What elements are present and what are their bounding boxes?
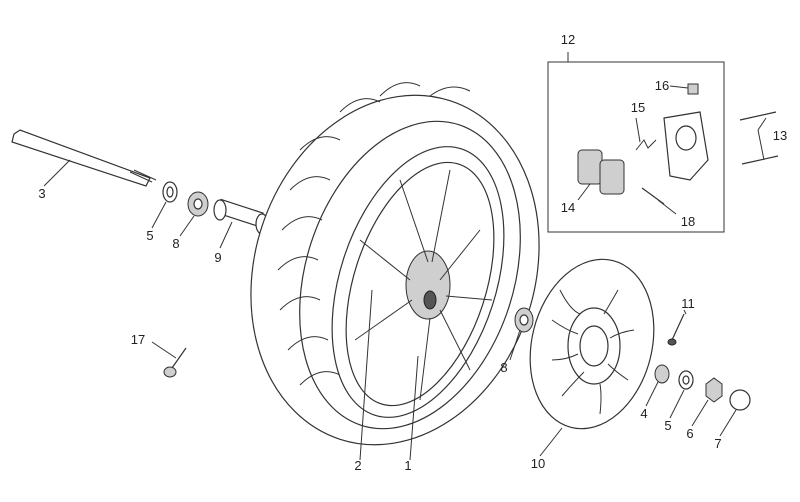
disc-screw [667, 313, 685, 346]
callout-7: 7 [714, 436, 721, 451]
callout-6: 6 [686, 426, 693, 441]
brake-pads [577, 149, 625, 195]
callout-5-right: 5 [664, 418, 671, 433]
caliper-body [663, 111, 709, 181]
bleed-screw [687, 83, 699, 95]
spacer [213, 198, 269, 235]
callout-12: 12 [561, 32, 575, 47]
callout-1: 1 [404, 458, 411, 473]
callout-8-left: 8 [172, 236, 179, 251]
caliper-bolts [739, 111, 779, 165]
callout-15: 15 [631, 100, 645, 115]
tyre-valve [163, 347, 187, 378]
brake-disc [529, 258, 655, 430]
callout-2: 2 [354, 458, 361, 473]
callout-18: 18 [681, 214, 695, 229]
leader-lines [43, 52, 767, 461]
callout-4: 4 [640, 406, 647, 421]
rim [331, 146, 505, 418]
callout-8-right: 8 [500, 360, 507, 375]
pad-spring [635, 139, 657, 151]
caliper-group-box [547, 61, 725, 233]
washer-4 [654, 364, 670, 384]
callout-10: 10 [531, 456, 545, 471]
callout-3: 3 [38, 186, 45, 201]
callout-17: 17 [131, 332, 145, 347]
axle-nut [705, 377, 723, 403]
callout-13: 13 [773, 128, 787, 143]
callout-16: 16 [655, 78, 669, 93]
callout-14: 14 [561, 200, 575, 215]
callout-11: 11 [681, 296, 695, 311]
axle [11, 129, 157, 187]
callout-9: 9 [214, 250, 221, 265]
callout-5-left: 5 [146, 228, 153, 243]
axle-cap [729, 389, 751, 411]
